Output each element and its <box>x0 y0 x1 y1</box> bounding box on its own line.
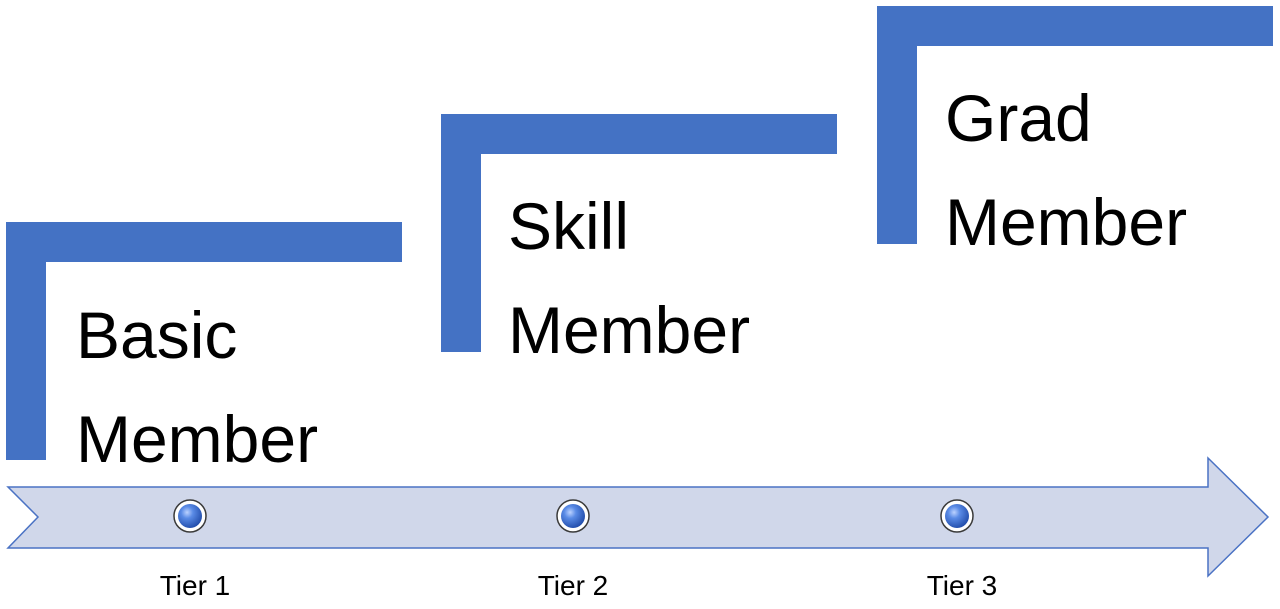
step-1-title: Basic Member <box>76 283 318 491</box>
step-2-title: Skill Member <box>508 174 750 382</box>
step-3-title-line-2: Member <box>945 185 1188 259</box>
step-2-bracket-top <box>441 114 837 154</box>
step-3-bracket-top <box>877 6 1273 46</box>
step-3-title: Grad Member <box>945 66 1187 274</box>
timeline-marker-3 <box>940 499 974 533</box>
timeline-marker-1 <box>173 499 207 533</box>
step-2-title-line-1: Skill <box>508 189 630 263</box>
step-1-title-line-2: Member <box>76 402 319 476</box>
step-1-bracket-side <box>6 222 46 460</box>
step-1-bracket-top <box>6 222 402 262</box>
timeline-marker-2 <box>556 499 590 533</box>
step-2-bracket-side <box>441 114 481 352</box>
step-2-title-line-2: Member <box>508 293 751 367</box>
timeline-arrow <box>6 456 1270 578</box>
step-3-bracket-side <box>877 6 917 244</box>
step-1-title-line-1: Basic <box>76 298 238 372</box>
tier-1-label: Tier 1 <box>159 570 231 601</box>
step-3-title-line-1: Grad <box>945 81 1092 155</box>
tier-2-label: Tier 2 <box>537 570 609 601</box>
tier-3-label: Tier 3 <box>926 570 998 601</box>
